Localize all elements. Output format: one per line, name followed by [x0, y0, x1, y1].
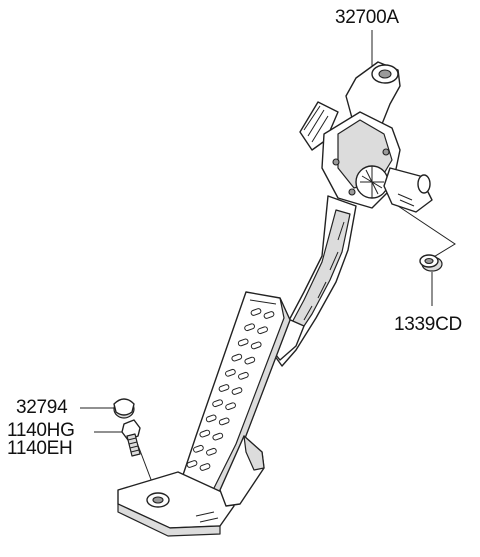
grip-slot: [199, 429, 211, 438]
grip-slot: [225, 368, 236, 377]
grip-slot: [225, 402, 236, 411]
grip-slot: [212, 432, 224, 441]
callout-1140eh: 1140EH: [7, 438, 73, 459]
grip-slot: [238, 371, 249, 380]
pedal-arm: [271, 195, 357, 367]
grip-slot: [218, 384, 230, 392]
grip-slot: [231, 387, 243, 395]
bolt-1140hg: [121, 419, 141, 457]
grip-slot: [257, 326, 268, 335]
grip-slot: [212, 399, 223, 408]
grip-slot: [193, 444, 204, 453]
grip-slot: [205, 414, 217, 423]
stopper-cap-32794: [113, 398, 135, 419]
pedal-pad-grip-slots: [186, 308, 275, 471]
pedal-base-plate: [117, 435, 265, 537]
grip-slot: [186, 460, 198, 468]
grip-slot: [218, 417, 230, 426]
grip-slot: [206, 447, 217, 456]
bushing-1339cd: [419, 254, 443, 272]
callout-32700a: 32700A: [335, 7, 399, 28]
callout-1339cd: 1339CD: [394, 314, 462, 335]
grip-slot: [244, 356, 256, 365]
leader-bushing-bracket: [397, 205, 456, 259]
grip-slot: [263, 311, 275, 319]
grip-slot: [237, 338, 249, 347]
grip-slot: [231, 353, 243, 362]
callout-1140hg: 1140HG: [7, 420, 75, 441]
grip-slot: [250, 308, 262, 316]
pedal-mount-bracket: [299, 61, 433, 213]
grip-slot: [199, 463, 211, 471]
callout-32794: 32794: [16, 397, 68, 418]
grip-slot: [250, 341, 262, 350]
grip-slot: [244, 323, 255, 332]
